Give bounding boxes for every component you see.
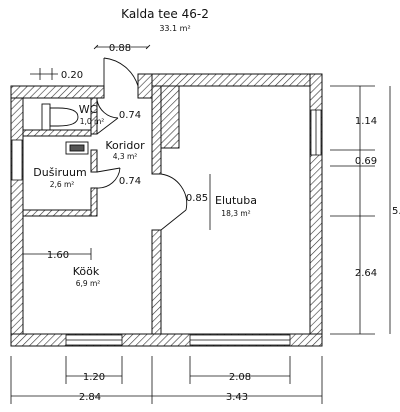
room-labels: WC 1,0 m² Koridor 4,3 m² Duširuum 2,6 m²… bbox=[33, 103, 257, 288]
room-area-wc: 1,0 m² bbox=[80, 117, 105, 126]
dimension-lines bbox=[10, 44, 391, 404]
room-area-kook: 6,9 m² bbox=[76, 279, 101, 288]
room-name-koridor: Koridor bbox=[105, 139, 145, 152]
room-name-dusiruum: Duširuum bbox=[33, 166, 86, 179]
dim-kook-width: 1.60 bbox=[47, 250, 69, 261]
dim-bottom-right: 3.43 bbox=[226, 392, 248, 403]
dim-bottom-left: 2.84 bbox=[79, 392, 101, 403]
dim-elutuba-door: 0.85 bbox=[186, 193, 208, 204]
room-name-elutuba: Elutuba bbox=[215, 194, 257, 207]
room-name-kook: Köök bbox=[73, 265, 100, 278]
windows bbox=[11, 109, 322, 346]
dim-right-upper: 1.14 bbox=[355, 116, 377, 127]
total-area: 33.1 m² bbox=[159, 24, 190, 33]
dim-window-right: 2.08 bbox=[229, 372, 251, 383]
dim-right-lower: 2.64 bbox=[355, 268, 377, 279]
room-area-dusiruum: 2,6 m² bbox=[50, 180, 75, 189]
door-swings bbox=[96, 57, 188, 231]
room-area-koridor: 4,3 m² bbox=[113, 152, 138, 161]
dimension-labels: 0.88 0.20 0.74 0.74 0.85 1.60 1.14 0.69 … bbox=[47, 43, 400, 403]
dim-right-middle: 0.69 bbox=[355, 156, 377, 167]
interior-walls bbox=[22, 85, 180, 335]
sink-icon bbox=[65, 141, 89, 155]
fixtures bbox=[41, 103, 89, 155]
toilet-icon bbox=[49, 107, 79, 127]
dim-wc-door: 0.74 bbox=[119, 110, 141, 121]
plan-title: Kalda tee 46-2 bbox=[121, 7, 209, 21]
room-area-elutuba: 18,3 m² bbox=[221, 209, 250, 218]
dim-window-left: 1.20 bbox=[83, 372, 105, 383]
dim-koridor-door: 0.74 bbox=[119, 176, 141, 187]
dim-wall-thickness: 0.20 bbox=[61, 70, 83, 81]
dim-door-top: 0.88 bbox=[109, 43, 131, 54]
room-name-wc: WC bbox=[79, 103, 98, 116]
dim-right-total: 5. bbox=[392, 206, 400, 217]
